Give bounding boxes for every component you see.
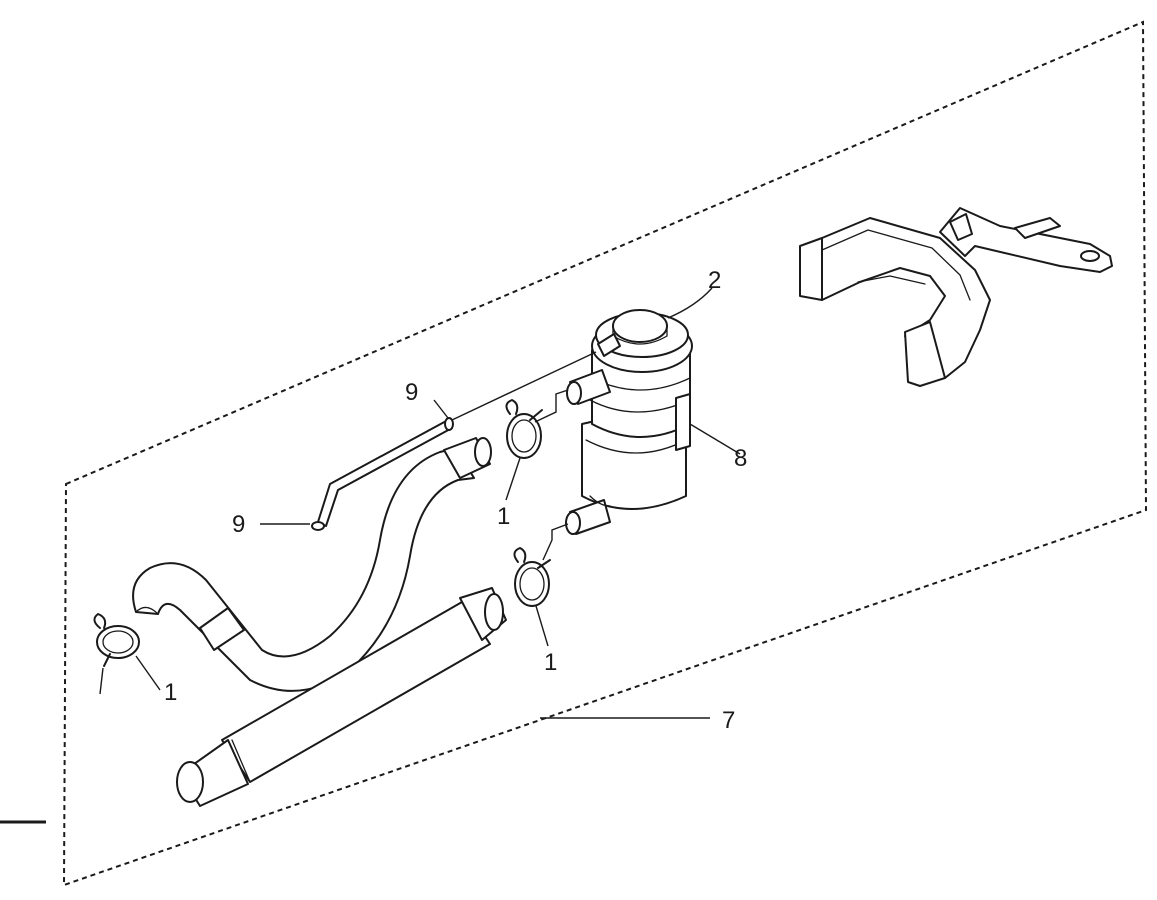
callout-2: 2	[708, 267, 721, 294]
callout-1-left: 1	[164, 679, 177, 706]
straight-hose	[176, 587, 507, 807]
callout-9-lower: 9	[232, 511, 245, 538]
callout-1-lower: 1	[544, 649, 557, 676]
callout-8: 8	[734, 445, 747, 472]
callout-labels: 2 8 9 9 1 1 1 7	[164, 267, 747, 734]
breather-tube	[311, 417, 454, 531]
oil-separator-canister	[565, 309, 693, 535]
callout-9-upper: 9	[405, 379, 418, 406]
callout-1-upper: 1	[497, 503, 510, 530]
leader-lines	[99, 287, 741, 719]
mounting-bracket	[799, 207, 1113, 387]
hose-clamp-upper	[505, 399, 543, 459]
callout-7: 7	[722, 707, 735, 734]
kit-boundary-outline	[62, 20, 1148, 887]
curved-hose	[132, 437, 492, 692]
hose-clamp-lower	[513, 547, 551, 607]
hose-clamp-left	[93, 613, 140, 667]
